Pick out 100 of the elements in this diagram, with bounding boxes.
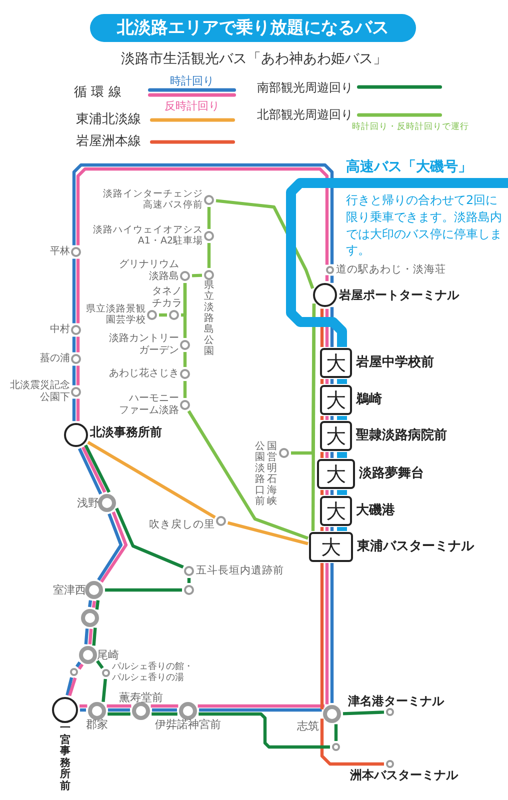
- route-line: [72, 398, 76, 422]
- legend-label: 時計回り: [170, 73, 214, 89]
- route-line: [330, 490, 334, 495]
- stop-name: 室津西: [53, 583, 86, 597]
- express-route-line: [286, 178, 508, 347]
- stop-name: あわじ花さじき: [109, 368, 179, 380]
- route-line: [159, 313, 167, 317]
- route-line: [325, 563, 329, 704]
- route-line: [92, 628, 97, 646]
- legend-note: 時計回り・反時計回りで運行: [352, 122, 469, 134]
- stop-name: タネノチカラ: [151, 286, 183, 310]
- route-line: [97, 513, 123, 581]
- express-stop-mark: 大: [325, 388, 347, 412]
- route-line: [325, 379, 329, 384]
- route-line: [325, 452, 329, 458]
- express-stop-mark: 大: [325, 462, 347, 486]
- route-line: [207, 207, 211, 229]
- route-line: [311, 304, 316, 531]
- bus-stop-circle: [184, 585, 194, 595]
- route-line: [76, 366, 80, 386]
- route-line: [216, 199, 314, 289]
- express-bus-heading: 高速バス「大磯号」: [346, 158, 472, 177]
- route-line: [152, 712, 178, 716]
- route-line: [106, 704, 132, 708]
- route-line: [325, 527, 329, 531]
- stop-name: 国営明石海峡公園淡路口前: [255, 441, 277, 507]
- route-line: [320, 490, 324, 495]
- route-line: [183, 381, 187, 398]
- stop-name: 吹き戻しの里: [149, 518, 215, 532]
- stop-name: 県立淡路景観園芸学校: [85, 304, 146, 326]
- stop-name: 尾崎: [97, 648, 119, 662]
- route-line: [330, 452, 334, 458]
- stop-name: 志筑: [297, 719, 319, 733]
- route-line: [100, 511, 128, 583]
- route-line: [334, 724, 338, 741]
- route-line: [80, 704, 88, 708]
- route-line: [72, 336, 76, 352]
- route-line: [342, 710, 384, 716]
- route-line: [80, 708, 86, 712]
- route-line: [330, 416, 334, 420]
- route-line: [96, 660, 104, 670]
- route-line: [325, 416, 329, 420]
- stop-name: 淡路インターチェンジ高速バス停前: [102, 188, 203, 212]
- route-line: [330, 379, 334, 384]
- express-route-line: [337, 452, 347, 458]
- express-bus-note: 行きと帰りの合わせて2回に限り乗車できます。淡路島内では大印のバス停に停車します。: [346, 192, 503, 260]
- stop-name: 北淡事務所前: [90, 424, 162, 440]
- stop-name: 洲本バスターミナル: [350, 768, 458, 782]
- route-line: [207, 243, 211, 268]
- route-line: [320, 563, 324, 710]
- route-line: [320, 379, 324, 384]
- route-line: [115, 508, 185, 569]
- route-line: [320, 527, 324, 531]
- route-line: [75, 661, 82, 668]
- route-line: [72, 258, 76, 324]
- route-line: [187, 410, 309, 540]
- express-route-line: [337, 379, 347, 384]
- stop-name: 東浦バスターミナル: [357, 539, 474, 555]
- express-route-line: [337, 490, 347, 495]
- route-line: [78, 664, 84, 670]
- express-route-line: [337, 416, 347, 420]
- stop-name: 淡路カントリーガーデン: [108, 333, 179, 357]
- stop-name: ハーモニーファーム淡路: [118, 393, 179, 417]
- route-line: [198, 704, 324, 708]
- route-line: [92, 600, 96, 608]
- route-line: [320, 452, 324, 458]
- route-line: [84, 444, 111, 493]
- route-line: [76, 336, 80, 352]
- bus-stop-circle: [70, 668, 78, 676]
- stop-name: 五斗長垣内遺跡前: [196, 564, 284, 578]
- route-line: [330, 276, 334, 283]
- route-line: [152, 708, 177, 712]
- express-stop-mark: 大: [320, 535, 342, 559]
- stop-name: 淡路夢舞台: [359, 466, 424, 482]
- stop-name: 岩屋中学校前: [356, 355, 434, 371]
- express-stop-mark: 大: [325, 499, 347, 523]
- express-stop-mark: 大: [325, 424, 347, 448]
- stop-name: 伊弉諾神宮前: [155, 718, 221, 732]
- route-line: [78, 448, 102, 495]
- route-line: [320, 308, 324, 347]
- route-line: [227, 521, 308, 546]
- route-line: [330, 527, 334, 531]
- stop-name: 中村: [50, 324, 70, 336]
- stop-name: 県立淡路島公園: [204, 280, 214, 357]
- stop-name: 郡家: [86, 718, 108, 732]
- route-line: [325, 490, 329, 495]
- route-line: [66, 677, 74, 696]
- bus-stop-circle: [81, 609, 99, 627]
- stop-name: 大磯港: [356, 503, 395, 519]
- legend-label: 東浦北淡線: [76, 110, 141, 129]
- legend-label: 北部観光周遊回り: [257, 106, 353, 122]
- stop-name: 岩屋ポートターミナル: [339, 288, 459, 302]
- route-line: [68, 677, 77, 696]
- route-line: [102, 678, 107, 702]
- route-line: [87, 440, 216, 519]
- route-line: [88, 628, 93, 644]
- route-line: [108, 708, 130, 712]
- route-line: [187, 578, 191, 583]
- legend-label: 南部観光周遊回り: [257, 80, 353, 96]
- stop-name: 薫寿堂前: [119, 690, 163, 704]
